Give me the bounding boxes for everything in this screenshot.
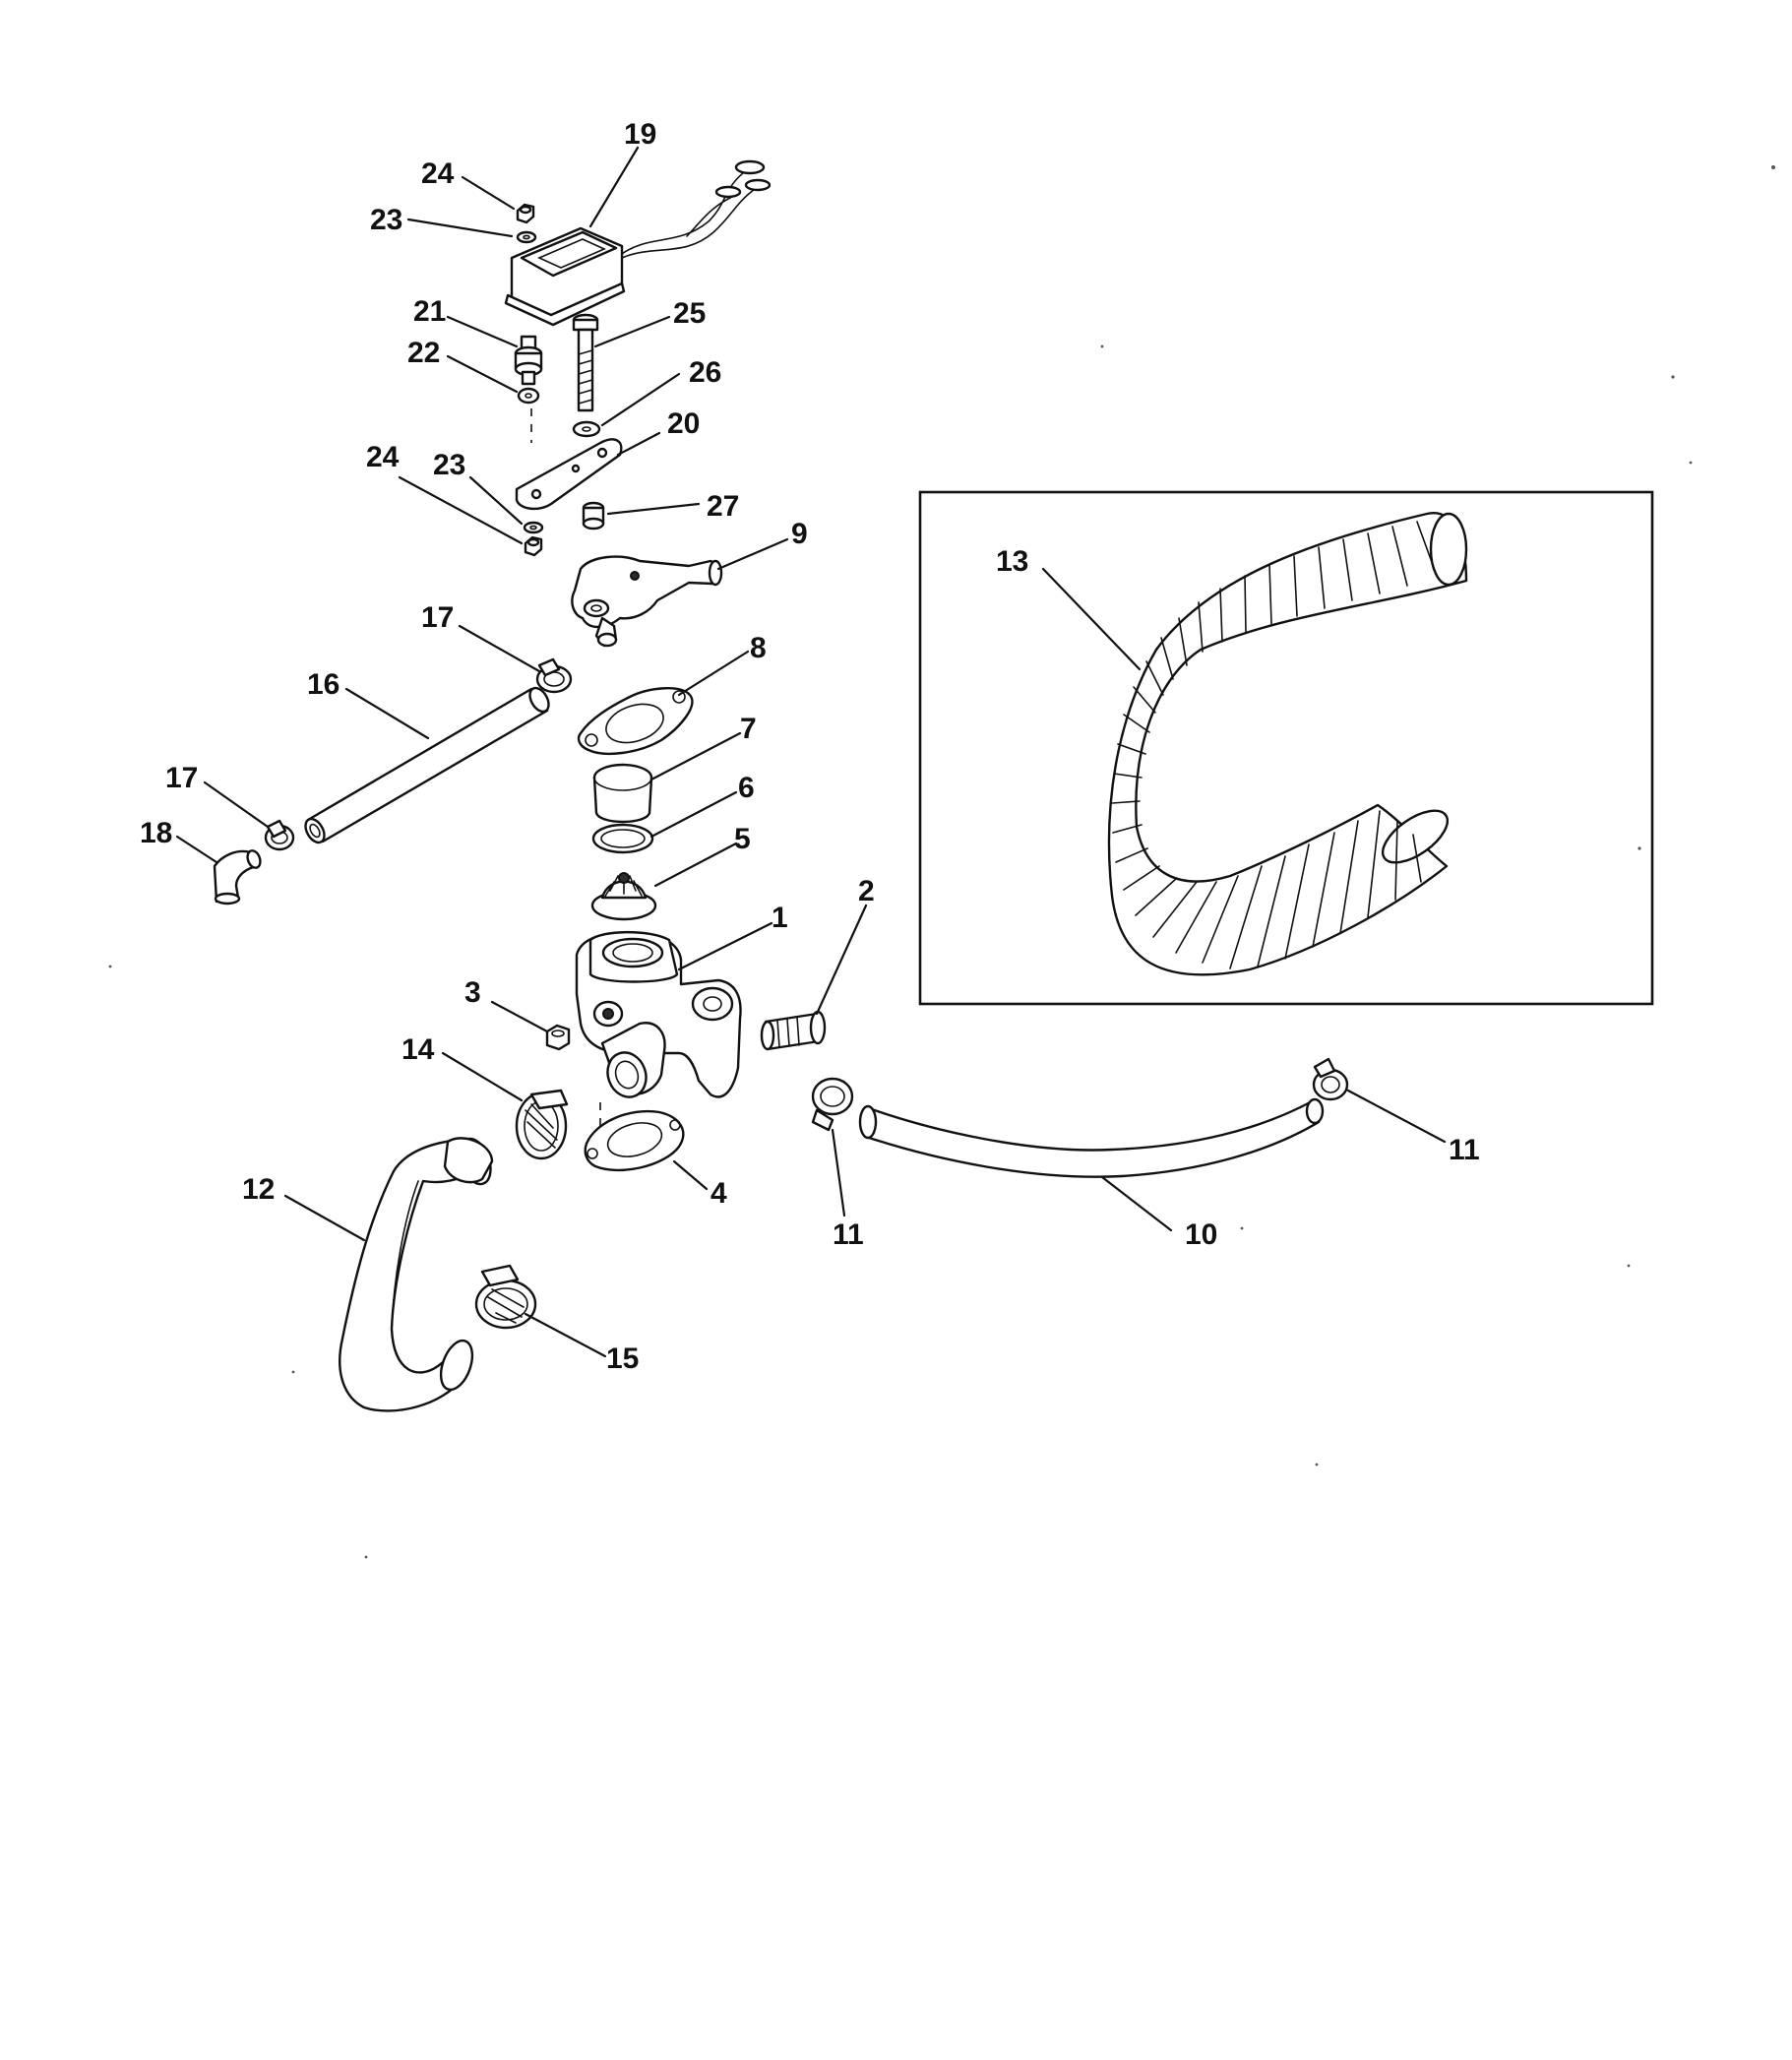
callout-14: 14 <box>402 1033 435 1066</box>
part-3-pipe-plug <box>545 1024 571 1051</box>
callout-25: 25 <box>673 297 706 330</box>
part-8-gasket <box>577 687 694 756</box>
callout-12: 12 <box>242 1173 275 1206</box>
part-11-hose-clamp-right <box>1312 1057 1349 1101</box>
part-23-washer-top <box>516 230 537 244</box>
callout-16: 16 <box>307 668 340 701</box>
callout-5: 5 <box>734 823 751 855</box>
part-6-seal-ring <box>591 823 654 854</box>
part-27-spacer <box>582 501 605 531</box>
leader-lines <box>175 146 1447 1358</box>
callout-6: 6 <box>738 772 755 804</box>
part-19-control-box <box>504 159 772 327</box>
part-10-hose <box>858 1097 1325 1178</box>
callout-17-upper: 17 <box>421 601 454 634</box>
callout-2: 2 <box>858 875 875 907</box>
part-21-stud <box>514 335 543 386</box>
callout-26: 26 <box>689 356 721 389</box>
part-14-hose-clamp <box>515 1089 569 1160</box>
callout-labels: 19 24 23 21 22 25 26 20 24 23 27 9 17 16… <box>140 118 1480 1375</box>
callout-8: 8 <box>750 632 767 664</box>
callout-1: 1 <box>772 902 788 934</box>
callout-3: 3 <box>464 976 481 1009</box>
part-5-thermostat <box>590 872 657 921</box>
part-15-hose-clamp <box>474 1264 537 1330</box>
part-20-bracket-plate <box>515 438 623 511</box>
part-26-washer <box>572 420 601 438</box>
part-7-sleeve <box>592 763 653 824</box>
part-17-hose-clamp-upper <box>535 657 573 694</box>
callout-19: 19 <box>624 118 656 151</box>
callout-20: 20 <box>667 407 700 440</box>
callout-24-top: 24 <box>421 157 455 190</box>
callout-7: 7 <box>740 713 757 745</box>
part-22-washer <box>517 387 540 405</box>
inset-frame <box>918 490 1654 1006</box>
part-1-thermostat-housing <box>575 930 742 1098</box>
part-16-hose <box>304 686 550 844</box>
callout-4: 4 <box>711 1177 727 1210</box>
callout-23-top: 23 <box>370 204 402 236</box>
callout-21: 21 <box>413 295 446 328</box>
callout-17-lower: 17 <box>165 762 198 794</box>
part-12-formed-hose <box>339 1137 494 1412</box>
callout-10: 10 <box>1185 1218 1217 1251</box>
part-2-hose-fitting <box>760 1010 827 1051</box>
callout-18: 18 <box>140 817 172 849</box>
callout-9: 9 <box>791 518 808 550</box>
callout-11-left: 11 <box>833 1218 864 1251</box>
part-23-washer-lower <box>523 521 544 534</box>
callout-22: 22 <box>407 337 440 369</box>
part-4-gasket-lower <box>584 1109 685 1172</box>
part-13-flexible-hose <box>1107 512 1468 976</box>
callout-27: 27 <box>707 490 739 523</box>
part-25-bolt <box>572 313 599 412</box>
callout-24-lower: 24 <box>366 441 400 473</box>
part-18-elbow-fitting <box>213 849 262 905</box>
callout-23-lower: 23 <box>433 449 465 481</box>
part-17-hose-clamp-lower <box>264 819 295 851</box>
callout-15: 15 <box>606 1342 639 1375</box>
part-24-nut-top <box>516 203 535 224</box>
part-11-hose-clamp-left <box>811 1077 854 1132</box>
scan-specks <box>108 165 1775 1559</box>
callout-11-right: 11 <box>1449 1134 1480 1166</box>
callout-13: 13 <box>996 545 1028 578</box>
part-24-nut-lower <box>524 535 543 557</box>
part-9-sender-housing <box>571 555 723 648</box>
